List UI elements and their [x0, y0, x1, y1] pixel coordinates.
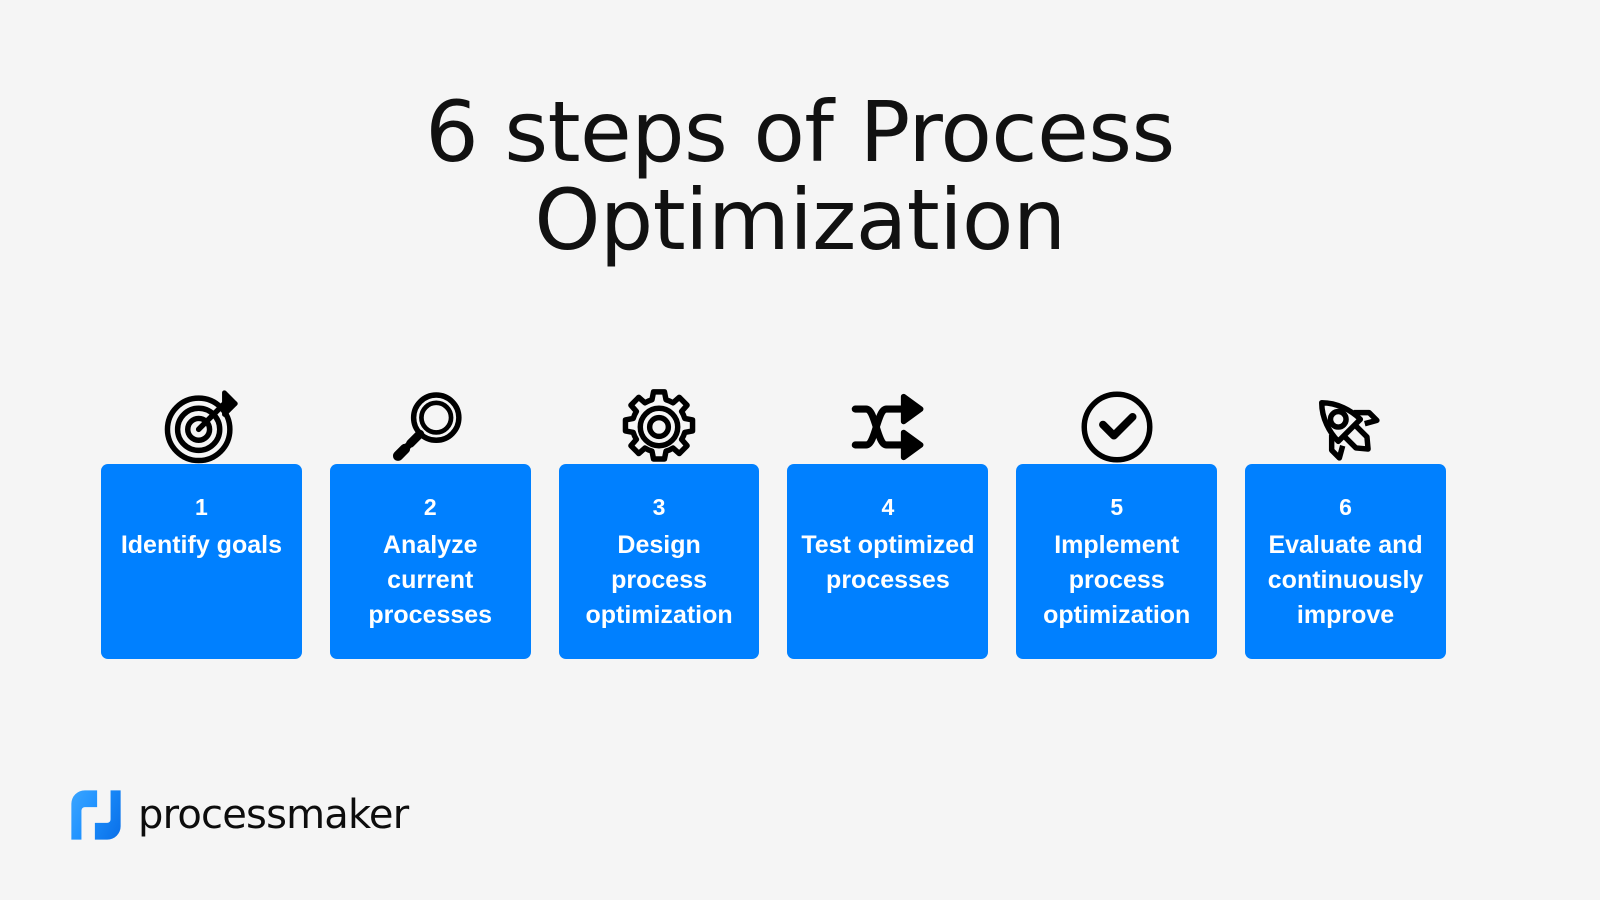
title-line-2: Optimization: [534, 171, 1066, 269]
step-number: 2: [423, 494, 437, 520]
brand-wordmark: processmaker: [138, 792, 409, 838]
shuffle-icon: [845, 386, 931, 466]
step-label: Evaluate and continuously improve: [1267, 531, 1424, 629]
step-number: 3: [652, 494, 666, 520]
step-number: 6: [1339, 494, 1352, 520]
step-card-4[interactable]: 4 Test optimized processes: [787, 393, 989, 659]
step-card-1[interactable]: 1 Identify goals: [101, 390, 302, 659]
brand-logo[interactable]: processmaker: [68, 786, 409, 844]
steps-row: 1 Identify goals 2 Analyze current proce…: [101, 389, 1446, 659]
step-number: 1: [195, 494, 208, 520]
page-title: 6 steps of Process Optimization: [0, 88, 1600, 264]
step-card-5[interactable]: 5 Implement process optimization: [1016, 391, 1218, 659]
title-line-1: 6 steps of Process: [425, 83, 1175, 181]
step-card-2[interactable]: 2 Analyze current processes: [329, 392, 531, 659]
processmaker-logo-icon: [68, 787, 124, 843]
step-label: Design process optimization: [585, 531, 733, 629]
step-label: Identify goals: [120, 531, 282, 559]
step-label: Implement process optimization: [1043, 531, 1191, 629]
magnifier-icon: [387, 386, 473, 466]
step-card-3[interactable]: 3 Design process optimization: [558, 389, 760, 659]
check-circle-icon: [1074, 386, 1160, 466]
step-label: Test optimized processes: [801, 531, 975, 594]
step-label: Analyze current processes: [368, 531, 493, 629]
target-icon: [158, 386, 244, 466]
step-number: 4: [881, 494, 895, 520]
gear-icon: [616, 386, 702, 466]
step-number: 5: [1110, 494, 1124, 520]
step-card-6[interactable]: 6 Evaluate and continuously improve: [1245, 400, 1446, 659]
rocket-icon: [1303, 386, 1389, 466]
